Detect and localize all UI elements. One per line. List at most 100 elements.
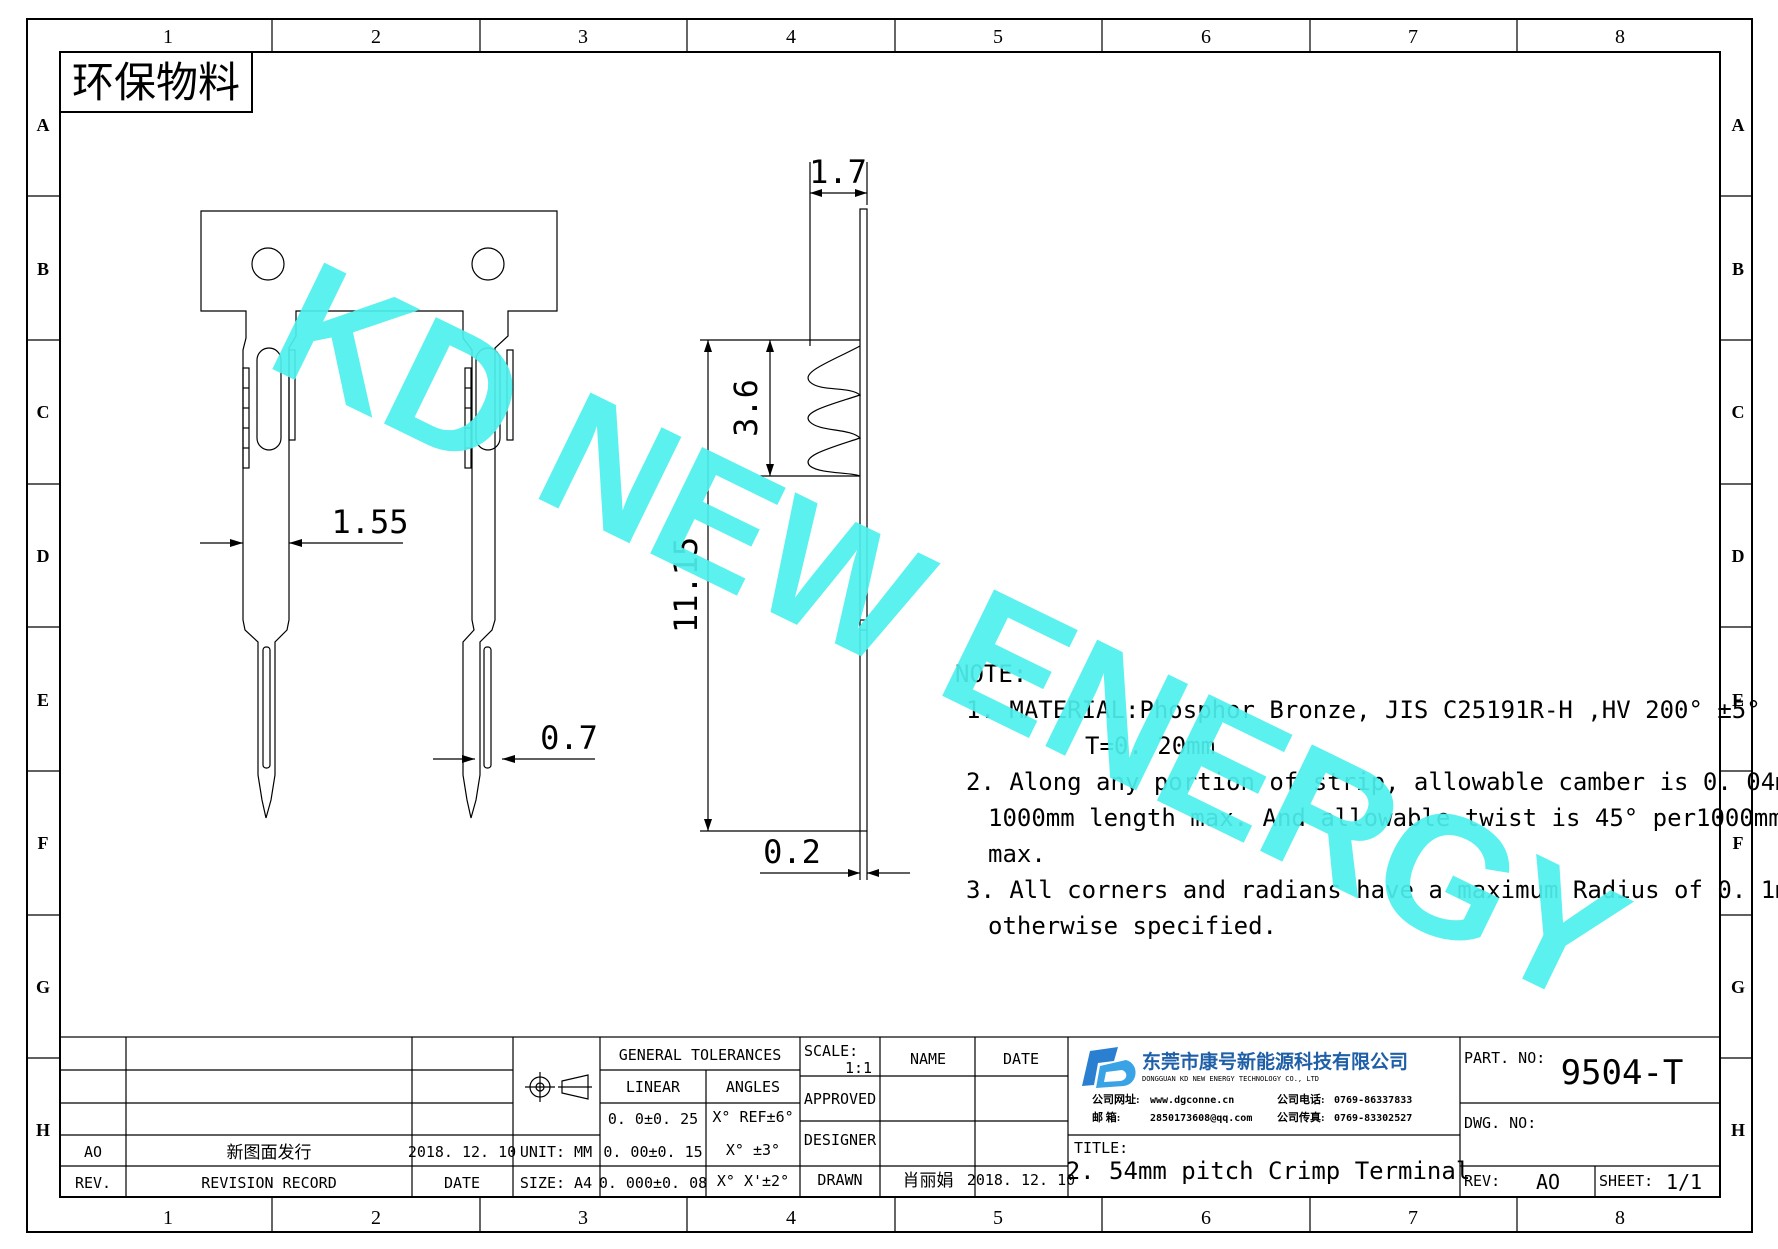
note-line-1: 1. MATERIAL:Phosphor Bronze, JIS C25191R…	[966, 696, 1761, 724]
row-label-right-a: A	[1732, 115, 1745, 135]
row-label-right-g: G	[1731, 977, 1745, 997]
phone-label: 公司电话:	[1277, 1092, 1325, 1106]
col-label-7: 7	[1408, 26, 1418, 48]
dim-label-overall-height: 11.15	[667, 537, 705, 633]
projection-symbol-icon	[525, 1072, 592, 1102]
col-label-bottom-1: 1	[163, 1207, 173, 1229]
scale-label: SCALE:	[804, 1042, 858, 1060]
row-label-a: A	[37, 115, 50, 135]
col-label-3: 3	[578, 26, 588, 48]
dimension-thickness-top: 1.7	[809, 153, 868, 346]
tolerance-linear-2: 0. 00±0. 15	[603, 1143, 702, 1161]
col-label-bottom-2: 2	[371, 1207, 381, 1229]
fax-label: 公司传真:	[1277, 1110, 1325, 1124]
col-label-bottom-6: 6	[1201, 1207, 1211, 1229]
sheet-label: SHEET:	[1599, 1172, 1653, 1190]
note-line-3b: otherwise specified.	[988, 912, 1277, 940]
col-label-2: 2	[371, 26, 381, 48]
eco-badge-box	[59, 51, 253, 113]
company-info: 东莞市康号新能源科技有限公司 DONGGUAN KD NEW ENERGY TE…	[1092, 1050, 1412, 1124]
row-label-f: F	[38, 833, 49, 853]
tolerance-angle-1: X° REF±6°	[712, 1108, 793, 1126]
row-label-g: G	[36, 977, 50, 997]
dim-label-tip-width: 0.7	[540, 719, 598, 757]
tolerances-header: GENERAL TOLERANCES	[619, 1046, 782, 1064]
col-label-bottom-7: 7	[1408, 1207, 1418, 1229]
rev-header: REV.	[75, 1174, 111, 1192]
row-label-right-e: E	[1732, 690, 1744, 710]
part-no-label: PART. NO:	[1464, 1049, 1545, 1067]
drawing-title: 2. 54mm pitch Crimp Terminal	[1066, 1157, 1471, 1185]
row-label-h: H	[36, 1120, 50, 1140]
rev-value: AO	[84, 1143, 102, 1161]
fax-value: 0769-83302527	[1334, 1113, 1412, 1124]
col-label-bottom-5: 5	[993, 1207, 1003, 1229]
company-name-cn: 东莞市康号新能源科技有限公司	[1142, 1050, 1408, 1073]
note-line-2b: 1000mm length max. And allowable twist i…	[988, 804, 1778, 832]
terminal-side-view	[807, 208, 868, 832]
rev-value-2: AO	[1536, 1170, 1560, 1194]
row-label-right-c: C	[1732, 402, 1745, 422]
revision-record-header: REVISION RECORD	[201, 1174, 336, 1192]
tolerances-angles-header: ANGLES	[726, 1078, 780, 1096]
note-line-1b: T=0. 20mm	[1085, 732, 1215, 760]
title-block	[59, 1036, 1721, 1198]
tolerance-angle-2: X° ±3°	[726, 1141, 780, 1159]
company-name-en: DONGGUAN KD NEW ENERGY TECHNOLOGY CO., L…	[1142, 1075, 1319, 1083]
note-line-2a: 2. Along any portion of strip, allowable…	[966, 768, 1778, 796]
dimension-material-thickness: 0.2	[760, 831, 910, 880]
notes-heading: NOTE:	[955, 660, 1027, 688]
title-label: TITLE:	[1074, 1139, 1128, 1157]
dim-label-thickness-top: 1.7	[809, 153, 867, 191]
row-label-right-d: D	[1732, 546, 1745, 566]
revision-date-value: 2018. 12. 10	[408, 1143, 516, 1161]
dim-label-material-thickness: 0.2	[763, 833, 821, 871]
row-label-b: B	[37, 259, 49, 279]
note-line-3a: 3. All corners and radians have a maximu…	[966, 876, 1778, 904]
watermark-text: KD NEW ENERGY	[246, 225, 1653, 1043]
approvals-name-header: NAME	[910, 1050, 946, 1068]
row-label-c: C	[37, 402, 50, 422]
designer-label: DESIGNER	[804, 1131, 877, 1149]
website-value: www.dgconne.cn	[1150, 1095, 1234, 1106]
col-label-5: 5	[993, 26, 1003, 48]
col-label-1: 1	[163, 26, 173, 48]
sheet-value: 1/1	[1666, 1170, 1702, 1194]
part-no-value: 9504-T	[1561, 1053, 1684, 1093]
col-label-8: 8	[1615, 26, 1625, 48]
drawn-date: 2018. 12. 10	[967, 1171, 1075, 1189]
dimension-pin-width: 1.55	[200, 503, 409, 547]
col-label-bottom-4: 4	[786, 1207, 796, 1229]
tolerance-linear-1: 0. 0±0. 25	[608, 1110, 698, 1128]
tolerance-linear-3: 0. 000±0. 08	[599, 1174, 707, 1192]
approvals-date-header: DATE	[1003, 1050, 1039, 1068]
terminal-front-view	[200, 210, 558, 819]
rev-label: REV:	[1464, 1172, 1500, 1190]
tolerances-linear-header: LINEAR	[626, 1078, 681, 1096]
drawn-name: 肖丽娟	[903, 1171, 954, 1190]
approved-label: APPROVED	[804, 1090, 876, 1108]
revision-record-value: 新图面发行	[227, 1143, 312, 1162]
email-value: 2850173608@qq.com	[1150, 1113, 1252, 1124]
col-label-6: 6	[1201, 26, 1211, 48]
revision-date-header: DATE	[444, 1174, 480, 1192]
dwg-no-label: DWG. NO:	[1464, 1114, 1536, 1132]
company-logo	[1082, 1047, 1136, 1088]
email-label: 邮 箱:	[1092, 1110, 1120, 1124]
notes-block: NOTE: 1. MATERIAL:Phosphor Bronze, JIS C…	[955, 660, 1778, 940]
drawn-label: DRAWN	[817, 1171, 862, 1189]
unit-label: UNIT: MM	[520, 1143, 592, 1161]
col-label-bottom-8: 8	[1615, 1207, 1625, 1229]
dimension-tip-width: 0.7	[433, 719, 598, 763]
phone-value: 0769-86337833	[1334, 1095, 1412, 1106]
row-label-e: E	[37, 690, 49, 710]
dim-label-pin-width: 1.55	[331, 503, 408, 541]
dimension-overall-height: 11.15	[667, 339, 860, 832]
size-label: SIZE: A4	[520, 1174, 592, 1192]
website-label: 公司网址:	[1092, 1092, 1140, 1106]
dim-label-wave-height: 3.6	[727, 379, 765, 437]
row-label-d: D	[37, 546, 50, 566]
row-label-right-f: F	[1733, 833, 1744, 853]
tolerance-angle-3: X° X'±2°	[717, 1172, 789, 1190]
